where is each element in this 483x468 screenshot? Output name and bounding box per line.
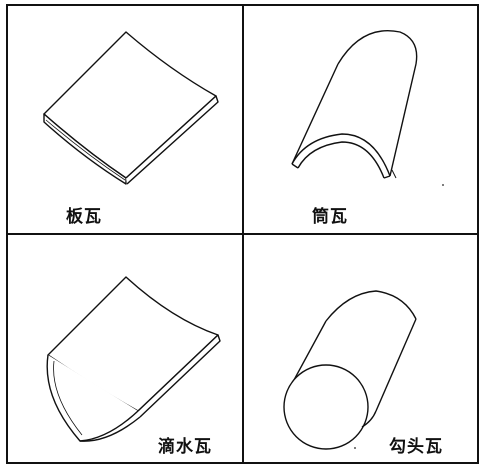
speck-mark <box>442 184 444 186</box>
semi-cylindrical-tile-icon <box>291 30 418 179</box>
panel-semi-cylindrical-tile: 筒瓦 <box>242 4 479 235</box>
drip-tile-icon <box>46 276 221 442</box>
speck-mark <box>354 447 356 449</box>
flat-tile-icon <box>43 31 219 185</box>
panel-flat-tile: 板瓦 <box>6 4 244 235</box>
panel-drip-tile: 滴水瓦 <box>6 233 244 464</box>
panel-eave-end-tile: 勾头瓦 <box>242 233 479 464</box>
flat-tile-label: 板瓦 <box>66 207 102 227</box>
eave-end-tile-icon <box>283 290 417 450</box>
eave-end-tile-label: 勾头瓦 <box>389 437 443 457</box>
drip-tile-label: 滴水瓦 <box>158 437 212 457</box>
semi-cylindrical-tile-label: 筒瓦 <box>312 207 348 227</box>
